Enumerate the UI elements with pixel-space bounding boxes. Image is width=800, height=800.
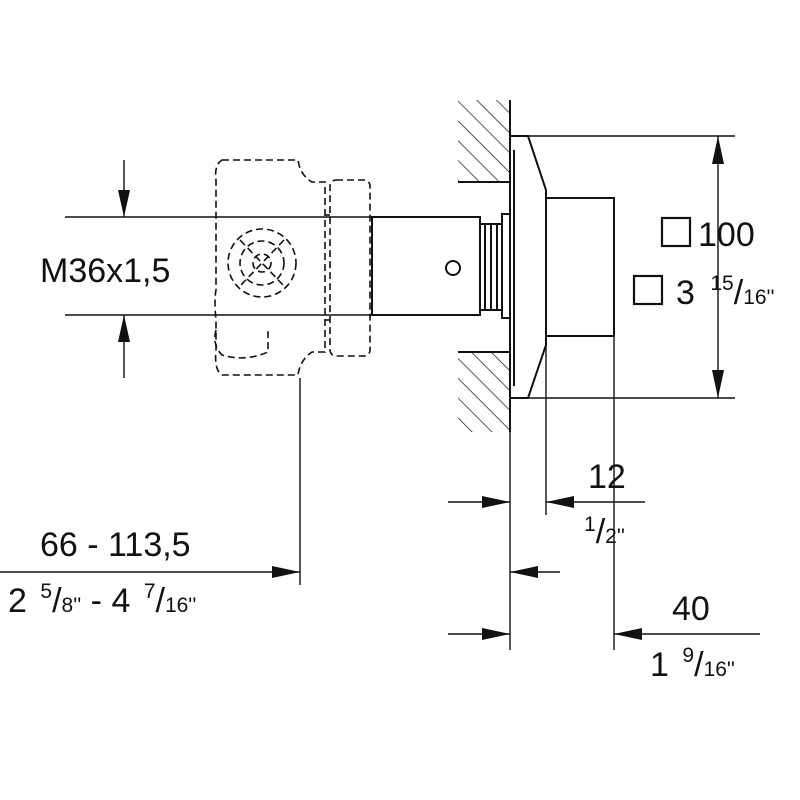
handle-square — [545, 197, 615, 337]
wall-section — [458, 100, 511, 432]
dim-40-mm: 40 — [672, 590, 710, 628]
arrow-h100-top — [712, 136, 724, 164]
arrow-dim12-right — [546, 496, 574, 508]
rosette-plate — [509, 135, 547, 399]
arrow-h100-bottom — [712, 370, 724, 398]
spindle-hole — [445, 260, 461, 276]
concealed-valve-body — [214, 159, 371, 376]
valve-body-outline — [214, 159, 326, 376]
valve-port-inner — [239, 240, 285, 286]
arrow-dim40-right — [614, 628, 642, 640]
arrow-depth-left — [272, 566, 300, 578]
valve-port-core — [252, 253, 272, 273]
dimension-lines — [0, 135, 760, 650]
dim-depth-mm: 66 - 113,5 — [40, 526, 191, 564]
valve-body-lower-lobe — [214, 329, 269, 359]
dim-12-mm: 12 — [588, 458, 626, 496]
arrowheads — [118, 136, 724, 640]
valve-port-outer — [227, 228, 297, 298]
wall-hatch-upper — [458, 100, 510, 182]
square-symbol-mm — [660, 216, 692, 248]
arrow-dim12-left — [482, 496, 510, 508]
spindle — [371, 213, 511, 319]
arrow-m36-bottom — [118, 315, 130, 342]
wall-hatch-lower — [458, 352, 510, 432]
square-size-in: 3 15/16'' — [676, 272, 775, 312]
dim-12-in: 1/2'' — [584, 513, 625, 551]
arrow-m36-top — [118, 190, 130, 217]
arrow-dim40-left — [482, 628, 510, 640]
square-size-mm: 100 — [698, 216, 755, 254]
spindle-shaft — [371, 216, 481, 316]
dim-40-in: 1 9/16'' — [650, 644, 735, 684]
valve-body-flange — [329, 179, 371, 357]
arrow-depth-right — [510, 566, 538, 578]
square-symbol-in — [632, 274, 664, 306]
trim — [509, 135, 615, 399]
spindle-collar — [501, 213, 511, 319]
dim-depth-in: 2 5/8'' - 4 7/16'' — [8, 580, 196, 620]
thread-label: M36x1,5 — [40, 252, 170, 290]
